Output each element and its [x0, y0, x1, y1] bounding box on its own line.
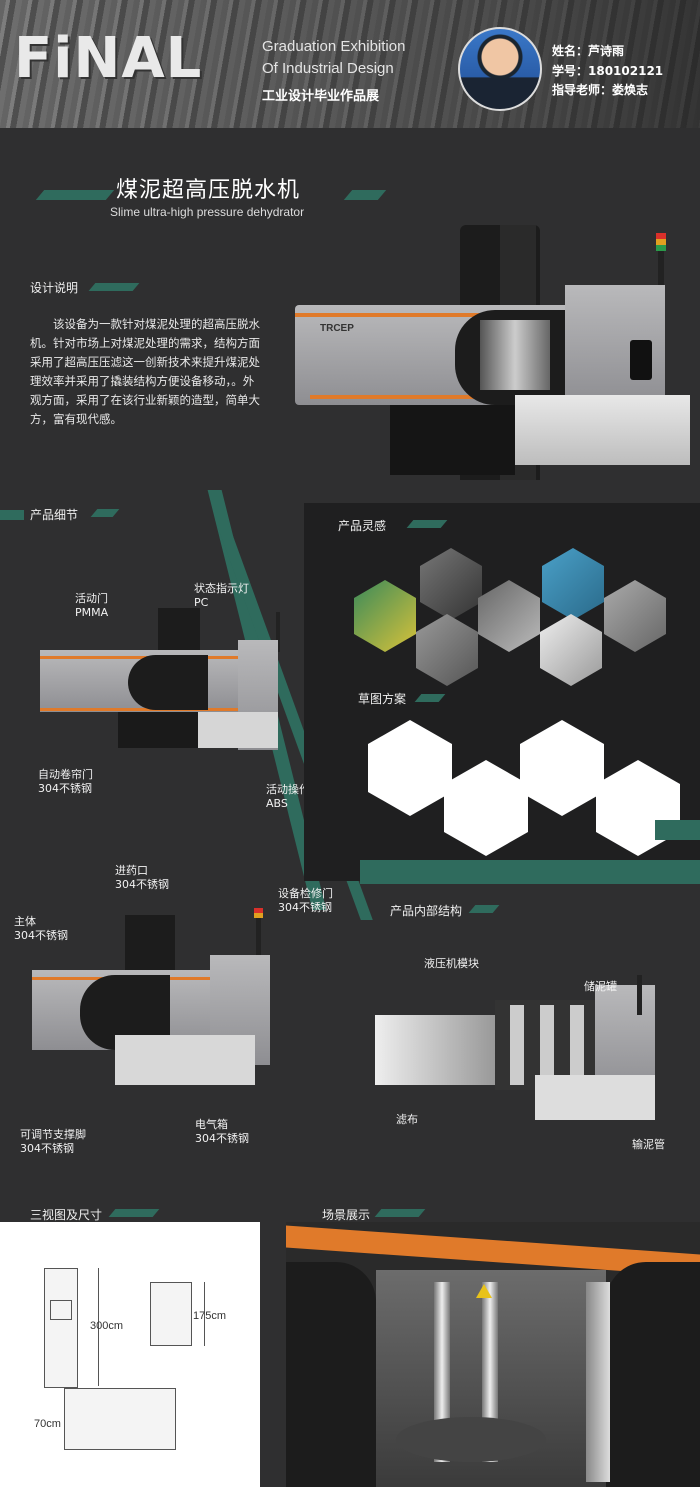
detail-machine-render	[38, 600, 288, 760]
title-accent-right	[343, 190, 387, 200]
advisor-name: 指导老师：娄焕志	[552, 83, 649, 97]
page-subtitle: Slime ultra-high pressure dehydrator	[110, 205, 305, 219]
label-accent	[406, 520, 448, 528]
height-dimension: 300cm	[90, 1320, 124, 1332]
side-view-drawing	[150, 1282, 192, 1346]
callout-mud-pipe: 输泥管	[632, 1138, 665, 1151]
callout-tank: 储泥罐	[584, 980, 617, 993]
sketch-image	[596, 760, 680, 856]
inspiration-image	[420, 548, 482, 620]
label-accent	[374, 1209, 426, 1217]
detail-machine-render-2	[30, 905, 290, 1105]
exhibition-en-line1: Graduation Exhibition	[262, 38, 406, 55]
dimension-line	[204, 1282, 205, 1346]
decor-band	[360, 860, 700, 884]
brand-label: TRCEP	[320, 323, 354, 334]
internal-structure-render	[375, 965, 665, 1125]
internal-label: 产品内部结构	[390, 904, 463, 918]
base-dimension: 70cm	[34, 1418, 61, 1430]
student-id: 学号：180102121	[552, 64, 664, 78]
label-accent	[90, 509, 120, 517]
front-view-detail	[50, 1300, 72, 1320]
callout-filter-cloth: 滤布	[396, 1113, 418, 1126]
front-view-drawing	[44, 1268, 78, 1388]
design-desc-label: 设计说明	[30, 281, 79, 295]
exhibition-cn: 工业设计毕业作品展	[262, 89, 380, 104]
inspiration-image	[416, 614, 478, 686]
sketch-image	[520, 720, 604, 816]
label-accent	[0, 510, 24, 520]
views-label: 三视图及尺寸	[30, 1208, 103, 1222]
sketch-image	[368, 720, 452, 816]
hero-machine-render: TRCEP	[290, 215, 695, 495]
width-dimension: 175cm	[193, 1310, 227, 1322]
callout-hydraulic: 液压机模块	[424, 957, 479, 970]
design-desc-text: 该设备为一款针对煤泥处理的超高压脱水机。针对市场上对煤泥处理的需求，结构方面采用…	[30, 317, 260, 426]
dimension-line	[98, 1268, 99, 1386]
title-accent-left	[35, 190, 115, 200]
exhibition-en-line2: Of Industrial Design	[262, 60, 394, 77]
dimension-line	[64, 1408, 65, 1450]
inspiration-image	[354, 580, 416, 652]
student-name: 姓名：芦诗雨	[552, 44, 625, 58]
scene-label: 场景展示	[322, 1208, 371, 1222]
top-view-drawing	[64, 1388, 176, 1450]
header-banner	[0, 0, 700, 128]
page-title: 煤泥超高压脱水机	[116, 178, 301, 203]
sketch-label: 草图方案	[358, 692, 407, 706]
inspiration-label: 产品灵感	[338, 519, 387, 533]
final-logo: FiNAL	[14, 26, 203, 91]
label-accent	[88, 283, 140, 291]
decor-band	[655, 820, 700, 840]
label-accent	[468, 905, 500, 913]
label-accent	[108, 1209, 160, 1217]
detail-label: 产品细节	[30, 508, 79, 522]
scene-render	[286, 1222, 700, 1487]
sketch-image	[444, 760, 528, 856]
avatar	[458, 27, 542, 111]
